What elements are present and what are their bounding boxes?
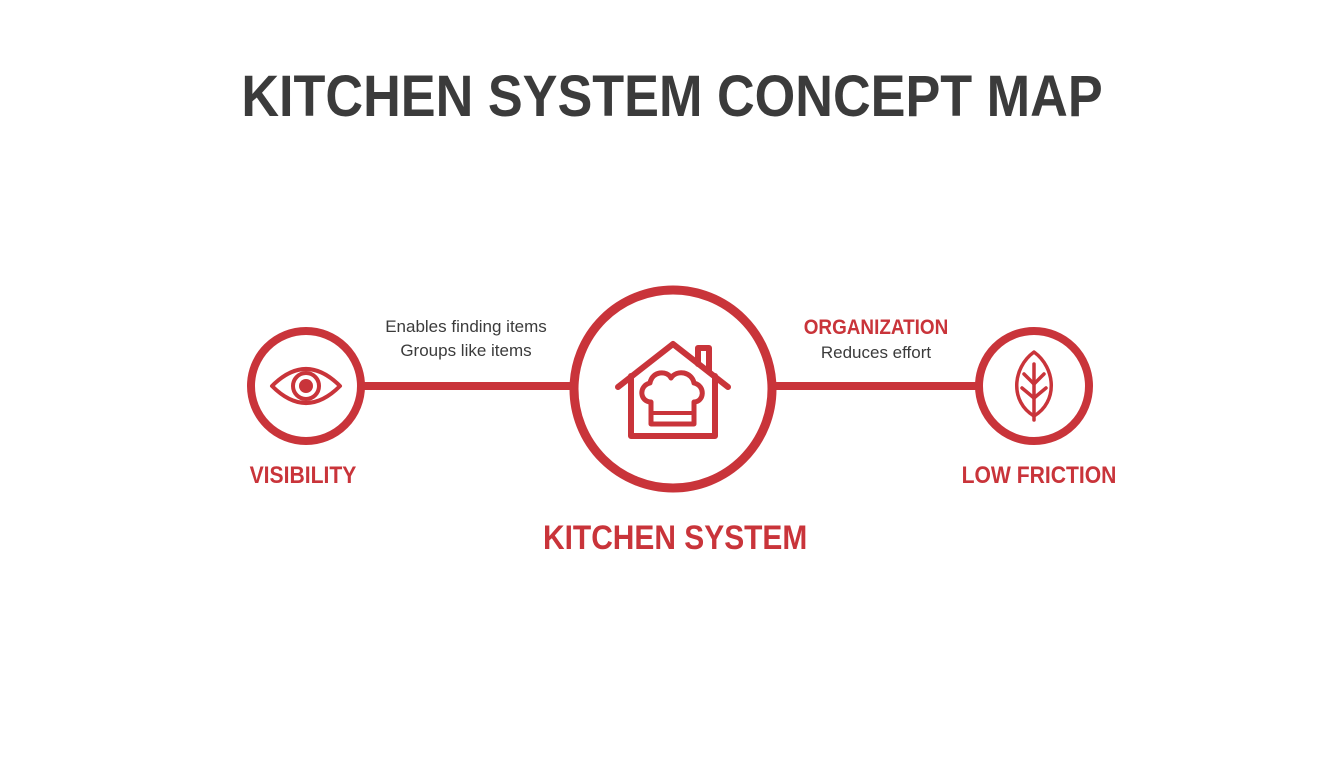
node-label-kitchen-system: KITCHEN SYSTEM [543, 519, 808, 557]
node-visibility [247, 327, 365, 445]
page-title: KITCHEN SYSTEM CONCEPT MAP [241, 64, 1103, 129]
node-kitchen-system [569, 285, 777, 493]
node-label-low-friction: LOW FRICTION [961, 462, 1117, 489]
node-label-visibility: VISIBILITY [249, 462, 357, 489]
eye-icon [270, 367, 342, 405]
edge-left-line-1: Enables finding items [385, 317, 547, 336]
house-chef-hat-icon [615, 341, 731, 439]
edge-label-reduces-effort: Reduces effort [820, 343, 932, 362]
edge-label-organization: ORGANIZATION [803, 316, 949, 339]
node-low-friction [975, 327, 1093, 445]
edge-label-left: Enables finding items Groups like items [346, 315, 586, 363]
edge-left-line-2: Groups like items [400, 341, 532, 360]
leaf-icon [1015, 350, 1053, 422]
